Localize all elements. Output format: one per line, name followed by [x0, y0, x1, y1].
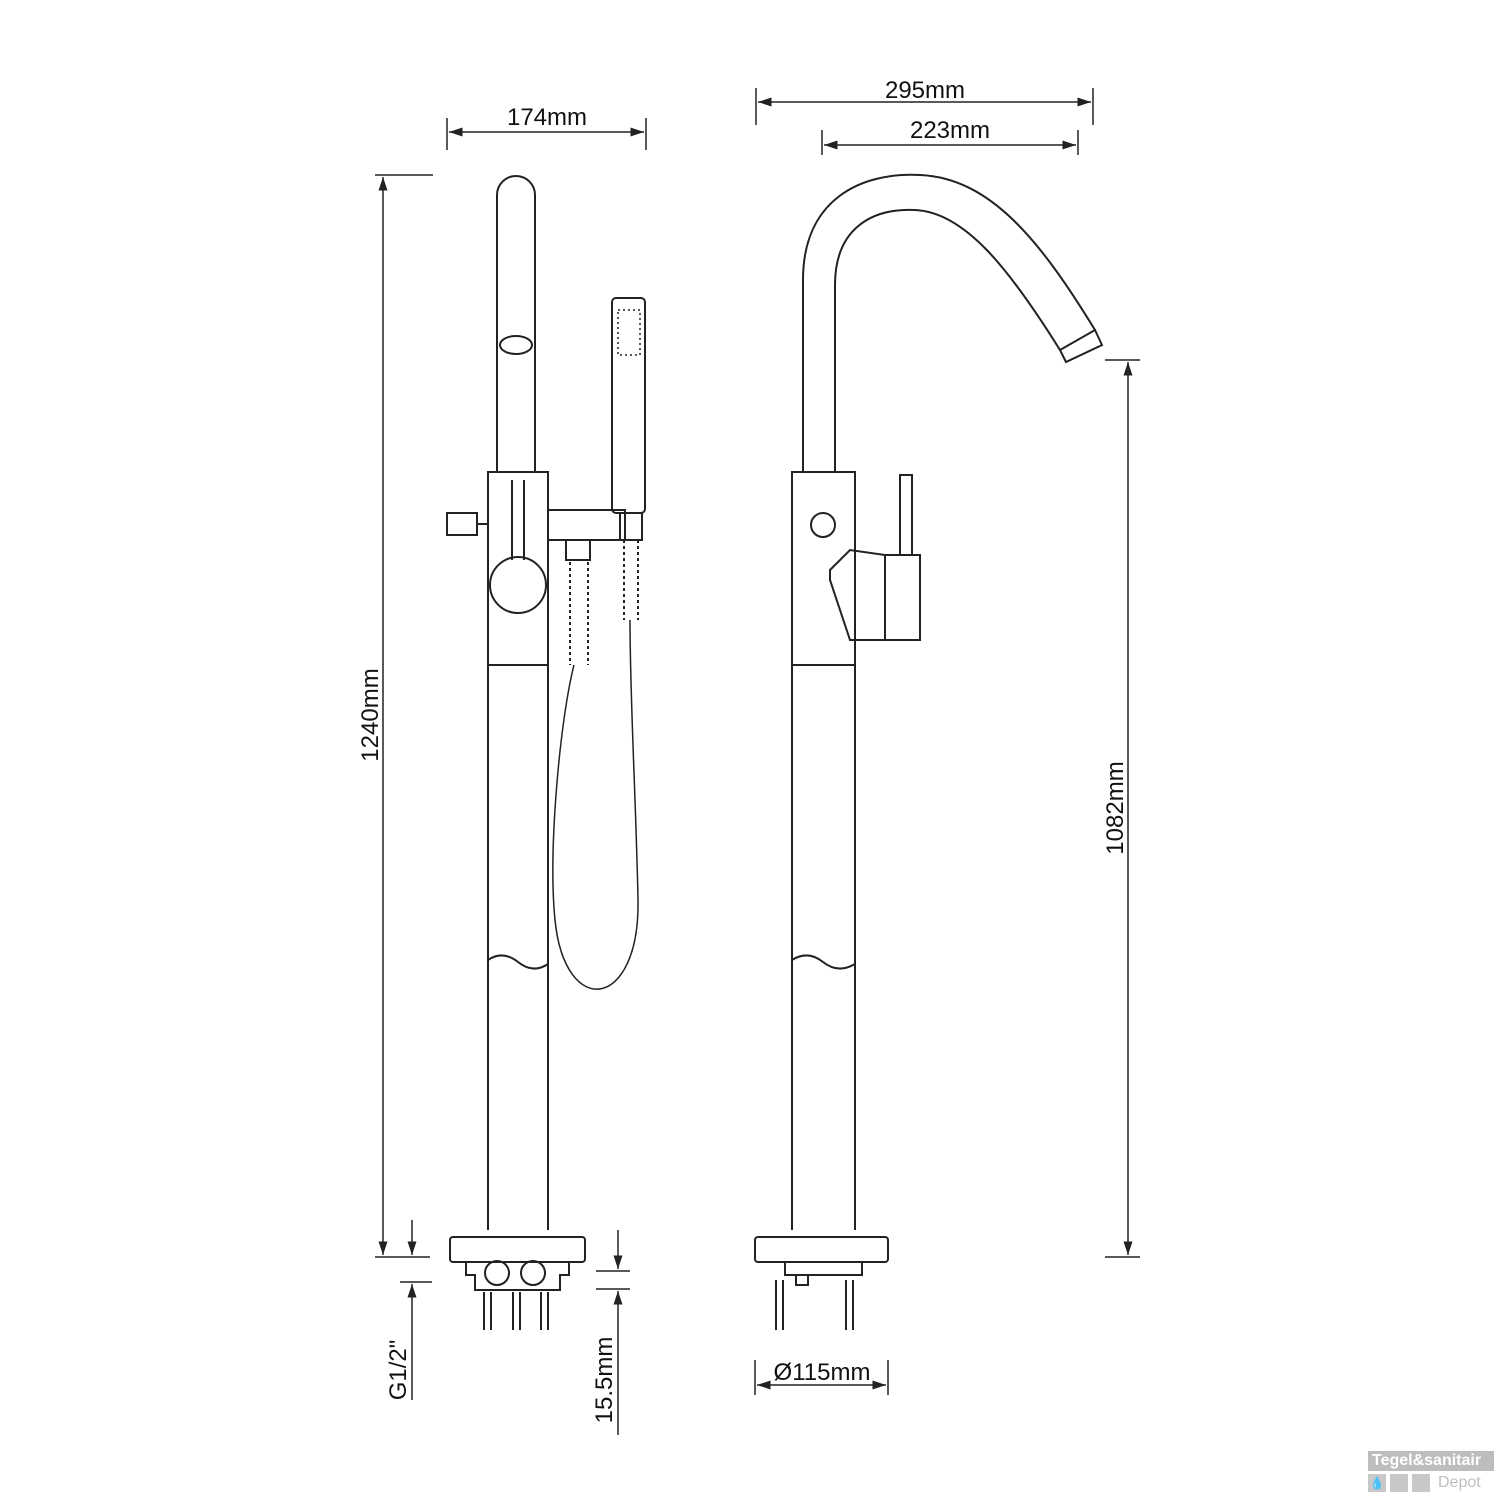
- watermark-logo: Tegel&sanitair 💧 Depot: [1368, 1451, 1494, 1492]
- dim-label-295: 295mm: [885, 77, 965, 104]
- drop-icon: 💧: [1368, 1474, 1386, 1492]
- dim-label-g12: G1/2": [385, 1340, 412, 1401]
- dim-174: 174mm: [446, 104, 647, 150]
- dim-label-15-5: 15.5mm: [591, 1337, 618, 1424]
- dim-label-223: 223mm: [910, 117, 990, 144]
- dim-label-1240: 1240mm: [357, 668, 384, 761]
- dim-g12: G1/2": [385, 1220, 432, 1400]
- watermark-line2: Depot: [1438, 1474, 1481, 1491]
- dim-label-174: 174mm: [507, 104, 587, 131]
- dim-115: Ø115mm: [754, 1359, 889, 1395]
- dim-223: 223mm: [821, 117, 1079, 155]
- tile-icon: [1412, 1474, 1430, 1492]
- dim-295: 295mm: [755, 77, 1094, 125]
- dim-label-115: Ø115mm: [774, 1359, 871, 1386]
- tile-icon: [1390, 1474, 1408, 1492]
- left-view-mixer: [446, 175, 646, 1330]
- dim-label-1082: 1082mm: [1102, 761, 1129, 854]
- right-view-mixer: [754, 173, 1104, 1330]
- watermark-line1: Tegel&sanitair: [1368, 1451, 1494, 1471]
- dim-1240: 1240mm: [357, 174, 433, 1258]
- dim-1082: 1082mm: [1102, 359, 1140, 1258]
- dim-15-5: 15.5mm: [591, 1230, 630, 1435]
